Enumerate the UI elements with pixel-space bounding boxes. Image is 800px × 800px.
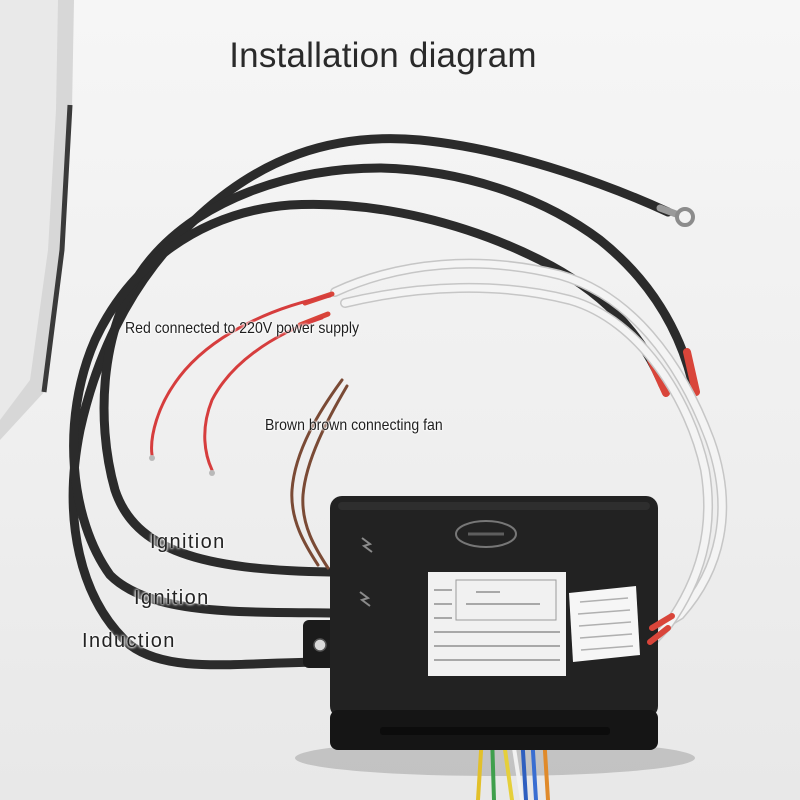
mount-tab-hole [313,638,327,652]
sticker-line [577,609,631,615]
ignition-wire-1 [99,163,698,577]
controller-base-slot [380,727,610,735]
sticker-line [579,597,629,603]
ignition-wire-2 [69,199,668,618]
ring-terminal [675,207,695,227]
page-title: Installation diagram [229,36,537,75]
brand-logo [455,520,517,548]
white-wire-1 [331,260,726,634]
right-red-crimp-2 [647,625,671,645]
red-crimp-terminal-1 [683,348,700,396]
red-wire-tip-2 [209,470,215,476]
sticker-line [579,633,633,639]
product-label-print [434,589,560,661]
product-label-inner-box [455,579,557,621]
red-power-wire-1 [150,294,332,457]
brown-fan-wire-2 [301,384,349,570]
induction-wire [68,134,673,670]
induction-annotation: Induction [82,630,176,652]
red-power-annotation: Red connected to 220V power supply [125,320,360,337]
brown-fan-annotation: Brown brown connecting fan [265,417,443,434]
ignition-1-annotation: Ignition [150,531,226,553]
white-wire-2 [341,284,712,646]
background-box-face [0,0,58,420]
spark-mark-icon-1 [361,537,373,553]
sticker-line [578,621,632,627]
brown-fan-wire-1 [290,378,344,567]
sticker-line [580,645,634,651]
spark-mark-icon-2 [359,591,371,607]
right-red-crimp-1 [649,613,675,631]
controller-top-bevel [338,502,650,510]
ring-terminal-crimp [656,204,680,218]
red-power-wire-2 [203,316,324,472]
background-box-edge [41,104,73,393]
instruction-sticker-print [577,597,634,651]
ignition-2-annotation: Ignition [134,587,210,609]
red-wire-tip-1 [149,455,155,461]
